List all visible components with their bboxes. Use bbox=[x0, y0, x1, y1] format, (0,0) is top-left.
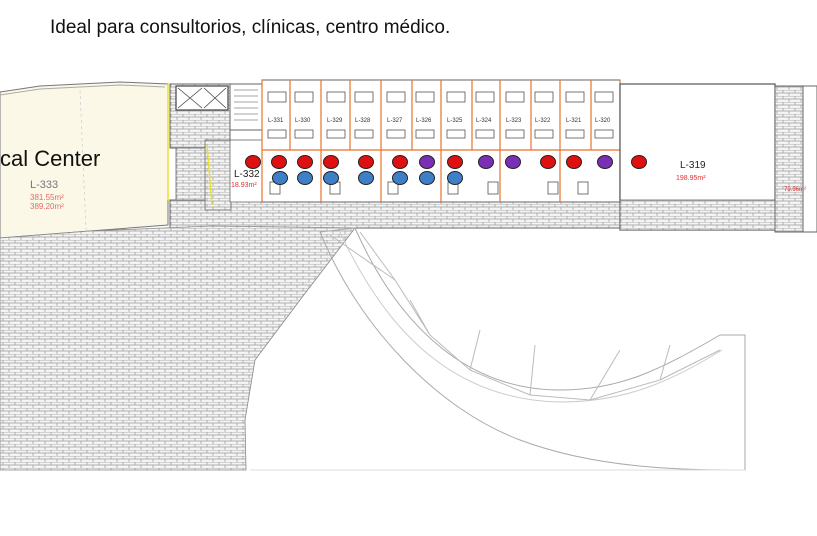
l319-id: L-319 bbox=[680, 160, 706, 171]
marker-blue-bottom-7 bbox=[447, 171, 463, 185]
small-unit-id-l-327: L-327 bbox=[387, 118, 403, 124]
stairs bbox=[229, 83, 263, 131]
marker-red-top-3 bbox=[297, 155, 313, 169]
small-unit-id-l-320: L-320 bbox=[595, 118, 611, 124]
curved-ramp bbox=[250, 227, 746, 471]
unit-l318 bbox=[802, 85, 817, 233]
marker-purple-top-10 bbox=[505, 155, 521, 169]
small-unit-id-l-322: L-322 bbox=[535, 118, 551, 124]
brick-plaza bbox=[0, 225, 356, 471]
marker-blue-bottom-3 bbox=[323, 171, 339, 185]
marker-red-top-6 bbox=[392, 155, 408, 169]
small-unit-id-l-328: L-328 bbox=[355, 118, 371, 124]
marker-purple-top-7 bbox=[419, 155, 435, 169]
position-markers bbox=[245, 155, 647, 185]
medical-center-label: cal Center bbox=[0, 146, 101, 171]
marker-blue-bottom-4 bbox=[358, 171, 374, 185]
page-heading: Ideal para consultorios, clínicas, centr… bbox=[50, 17, 451, 38]
unit-labels: L-333 381.55m² 389.20m² L-332 18.93m² L-… bbox=[30, 160, 806, 211]
l332-area: 18.93m² bbox=[231, 182, 257, 189]
small-unit-id-l-329: L-329 bbox=[327, 118, 343, 124]
small-unit-id-l-325: L-325 bbox=[447, 118, 463, 124]
marker-blue-bottom-6 bbox=[419, 171, 435, 185]
small-unit-id-l-330: L-330 bbox=[295, 118, 311, 124]
l333-id: L-333 bbox=[30, 179, 58, 191]
elevator-shaft bbox=[175, 85, 229, 111]
right-brick-wall bbox=[774, 85, 804, 233]
unit-l332 bbox=[229, 139, 263, 203]
marker-purple-top-13 bbox=[597, 155, 613, 169]
l318-area: 79.96m² bbox=[784, 187, 806, 193]
l319-area: 198.95m² bbox=[676, 175, 706, 182]
l332-id: L-332 bbox=[234, 169, 260, 180]
marker-red-top-4 bbox=[323, 155, 339, 169]
small-unit-id-l-331: L-331 bbox=[268, 118, 284, 124]
small-unit-id-l-323: L-323 bbox=[506, 118, 522, 124]
marker-red-top-14 bbox=[631, 155, 647, 169]
marker-purple-top-9 bbox=[478, 155, 494, 169]
l333-area2: 389.20m² bbox=[30, 202, 64, 211]
brick-strip bbox=[169, 199, 621, 229]
marker-blue-bottom-5 bbox=[392, 171, 408, 185]
small-unit-id-l-326: L-326 bbox=[416, 118, 432, 124]
marker-blue-bottom-1 bbox=[272, 171, 288, 185]
marker-red-top-11 bbox=[540, 155, 556, 169]
small-unit-labels: L-331 L-330 L-329 L-328 L-327 L-326 L-325 L-324… bbox=[268, 118, 611, 124]
marker-red-top-5 bbox=[358, 155, 374, 169]
small-unit-id-l-324: L-324 bbox=[476, 118, 492, 124]
marker-red-top-2 bbox=[271, 155, 287, 169]
marker-red-top-8 bbox=[447, 155, 463, 169]
l333-area1: 381.55m² bbox=[30, 193, 64, 202]
marker-red-top-12 bbox=[566, 155, 582, 169]
marker-red-top-1 bbox=[245, 155, 261, 169]
small-unit-id-l-321: L-321 bbox=[566, 118, 582, 124]
marker-blue-bottom-2 bbox=[297, 171, 313, 185]
